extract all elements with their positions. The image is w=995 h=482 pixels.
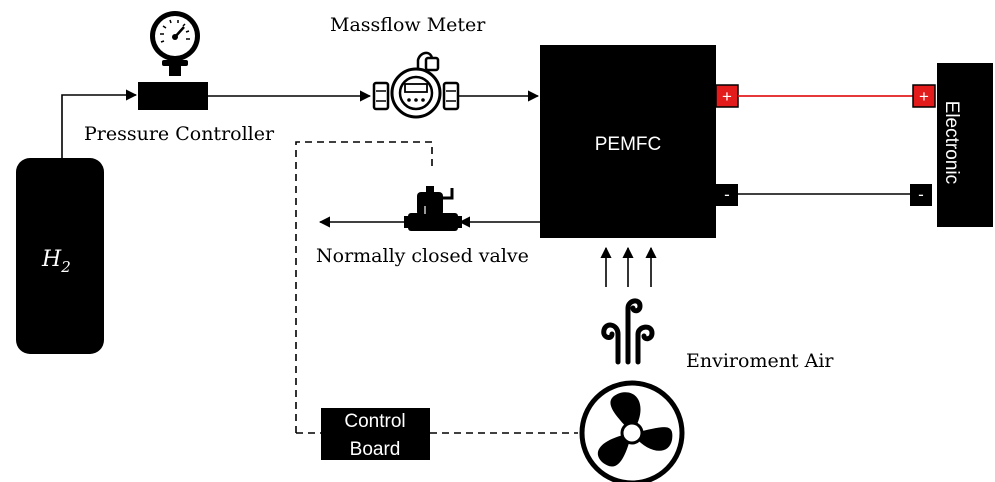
solenoid-valve-icon — [404, 186, 462, 231]
pemfc-stack: PEMFC — [540, 45, 716, 238]
control-board-label-line2: Board — [350, 439, 401, 460]
pemfc-label: PEMFC — [595, 134, 662, 155]
svg-text:Electronic Load: Electronic Load — [917, 101, 962, 190]
environment-air-label: Enviroment Air — [686, 350, 834, 372]
control-board-label-line1: Control — [344, 411, 405, 432]
load-positive-terminal: + — [912, 84, 936, 108]
electronic-load-label-line2: Load — [917, 124, 938, 166]
valve-control-line — [295, 141, 433, 433]
hydrogen-tank: H2 — [16, 158, 104, 354]
pemfc-negative-terminal: - — [716, 184, 738, 206]
hydrogen-label: H — [41, 247, 62, 272]
flow-meter-icon — [372, 51, 460, 119]
svg-text:H2: H2 — [41, 247, 71, 276]
control-board: Control Board — [321, 408, 430, 460]
hydrogen-subscript: 2 — [60, 258, 71, 276]
hydrogen-supply-line — [61, 89, 138, 158]
valve-label: Normally closed valve — [316, 245, 529, 267]
pressure-controller-label: Pressure Controller — [84, 123, 275, 145]
air-inlet-arrows — [600, 246, 657, 287]
electronic-load: Electronic Load — [917, 63, 993, 227]
air-flow-icon — [601, 298, 655, 365]
svg-text:-: - — [724, 185, 730, 204]
pemfc-positive-terminal: + — [715, 84, 739, 108]
svg-text:+: + — [919, 87, 929, 106]
massflow-meter-label: Massflow Meter — [330, 14, 486, 36]
pressure-controller-block — [138, 82, 208, 110]
electronic-load-label-line1: Electronic — [941, 101, 962, 184]
load-negative-terminal: - — [910, 184, 932, 206]
svg-text:+: + — [722, 87, 732, 106]
fan-icon — [579, 380, 685, 482]
pressure-gauge-icon — [150, 11, 200, 76]
svg-text:-: - — [918, 185, 924, 204]
